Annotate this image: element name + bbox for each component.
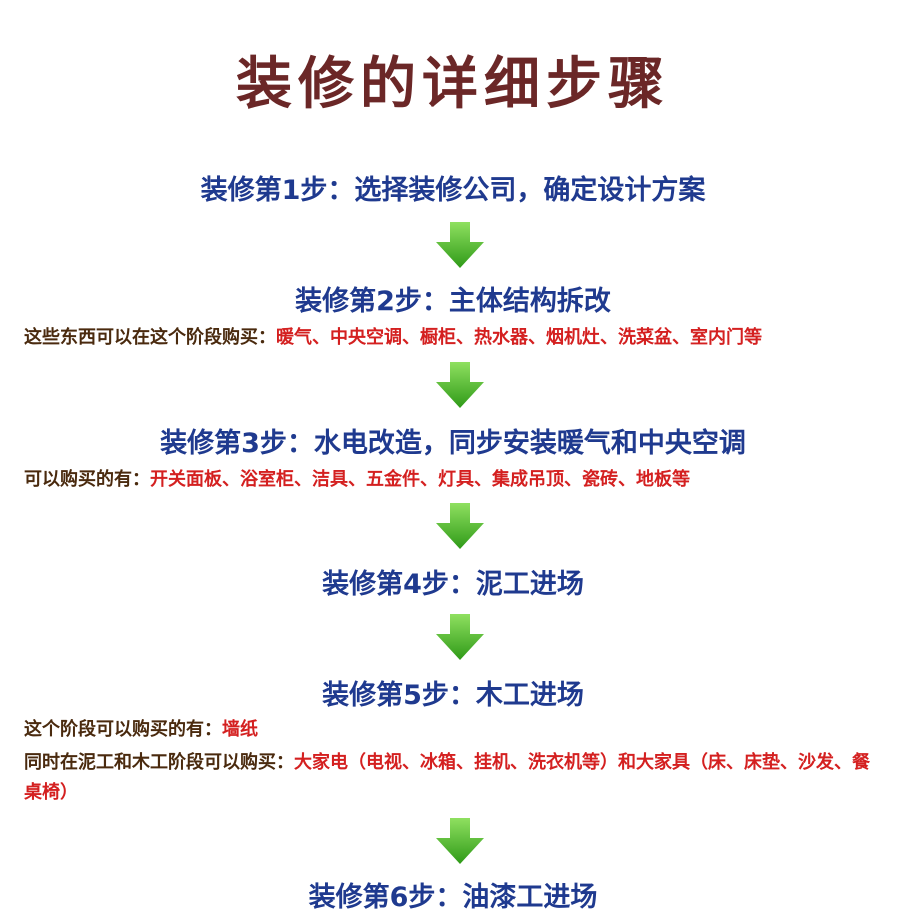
step-4-label: 装修第4步：泥工进场 xyxy=(322,569,584,600)
step-3-label: 装修第3步：水电改造，同步安装暖气和中央空调 xyxy=(160,428,746,459)
step-5-note-1-items: 墙纸 xyxy=(222,719,258,740)
step-3-note: 可以购买的有：开关面板、浴室柜、洁具、五金件、灯具、集成吊顶、瓷砖、地板等 xyxy=(24,465,882,495)
step-2-note-prefix: 这些东西可以在这个阶段购买： xyxy=(24,327,276,348)
step-5-note-1-prefix: 这个阶段可以购买的有： xyxy=(24,719,222,740)
down-arrow-icon xyxy=(436,614,484,660)
down-arrow-icon xyxy=(436,818,484,864)
step-6-label: 装修第6步：油漆工进场 xyxy=(308,882,598,913)
step-5-note-1: 这个阶段可以购买的有：墙纸 xyxy=(24,715,882,745)
step-1-label: 装修第1步：选择装修公司，确定设计方案 xyxy=(200,175,706,206)
down-arrow-icon xyxy=(436,222,484,268)
step-3-note-items: 开关面板、浴室柜、洁具、五金件、灯具、集成吊顶、瓷砖、地板等 xyxy=(150,469,690,490)
step-5-note-2-items: 大家电（电视、冰箱、挂机、洗衣机等）和大家具（床、床垫、沙发、餐桌椅） xyxy=(24,752,870,803)
down-arrow-icon xyxy=(436,503,484,549)
step-2-label: 装修第2步：主体结构拆改 xyxy=(295,286,611,317)
step-2-note: 这些东西可以在这个阶段购买：暖气、中央空调、橱柜、热水器、烟机灶、洗菜盆、室内门… xyxy=(24,323,882,353)
step-5-label: 装修第5步：木工进场 xyxy=(322,680,584,711)
step-2-note-items: 暖气、中央空调、橱柜、热水器、烟机灶、洗菜盆、室内门等 xyxy=(276,327,762,348)
down-arrow-icon xyxy=(436,362,484,408)
step-5-note-2: 同时在泥工和木工阶段可以购买：大家电（电视、冰箱、挂机、洗衣机等）和大家具（床、… xyxy=(24,748,882,808)
page-title: 装修的详细步骤 xyxy=(236,51,670,117)
step-3-note-prefix: 可以购买的有： xyxy=(24,469,150,490)
step-5-note-2-prefix: 同时在泥工和木工阶段可以购买： xyxy=(24,752,294,773)
